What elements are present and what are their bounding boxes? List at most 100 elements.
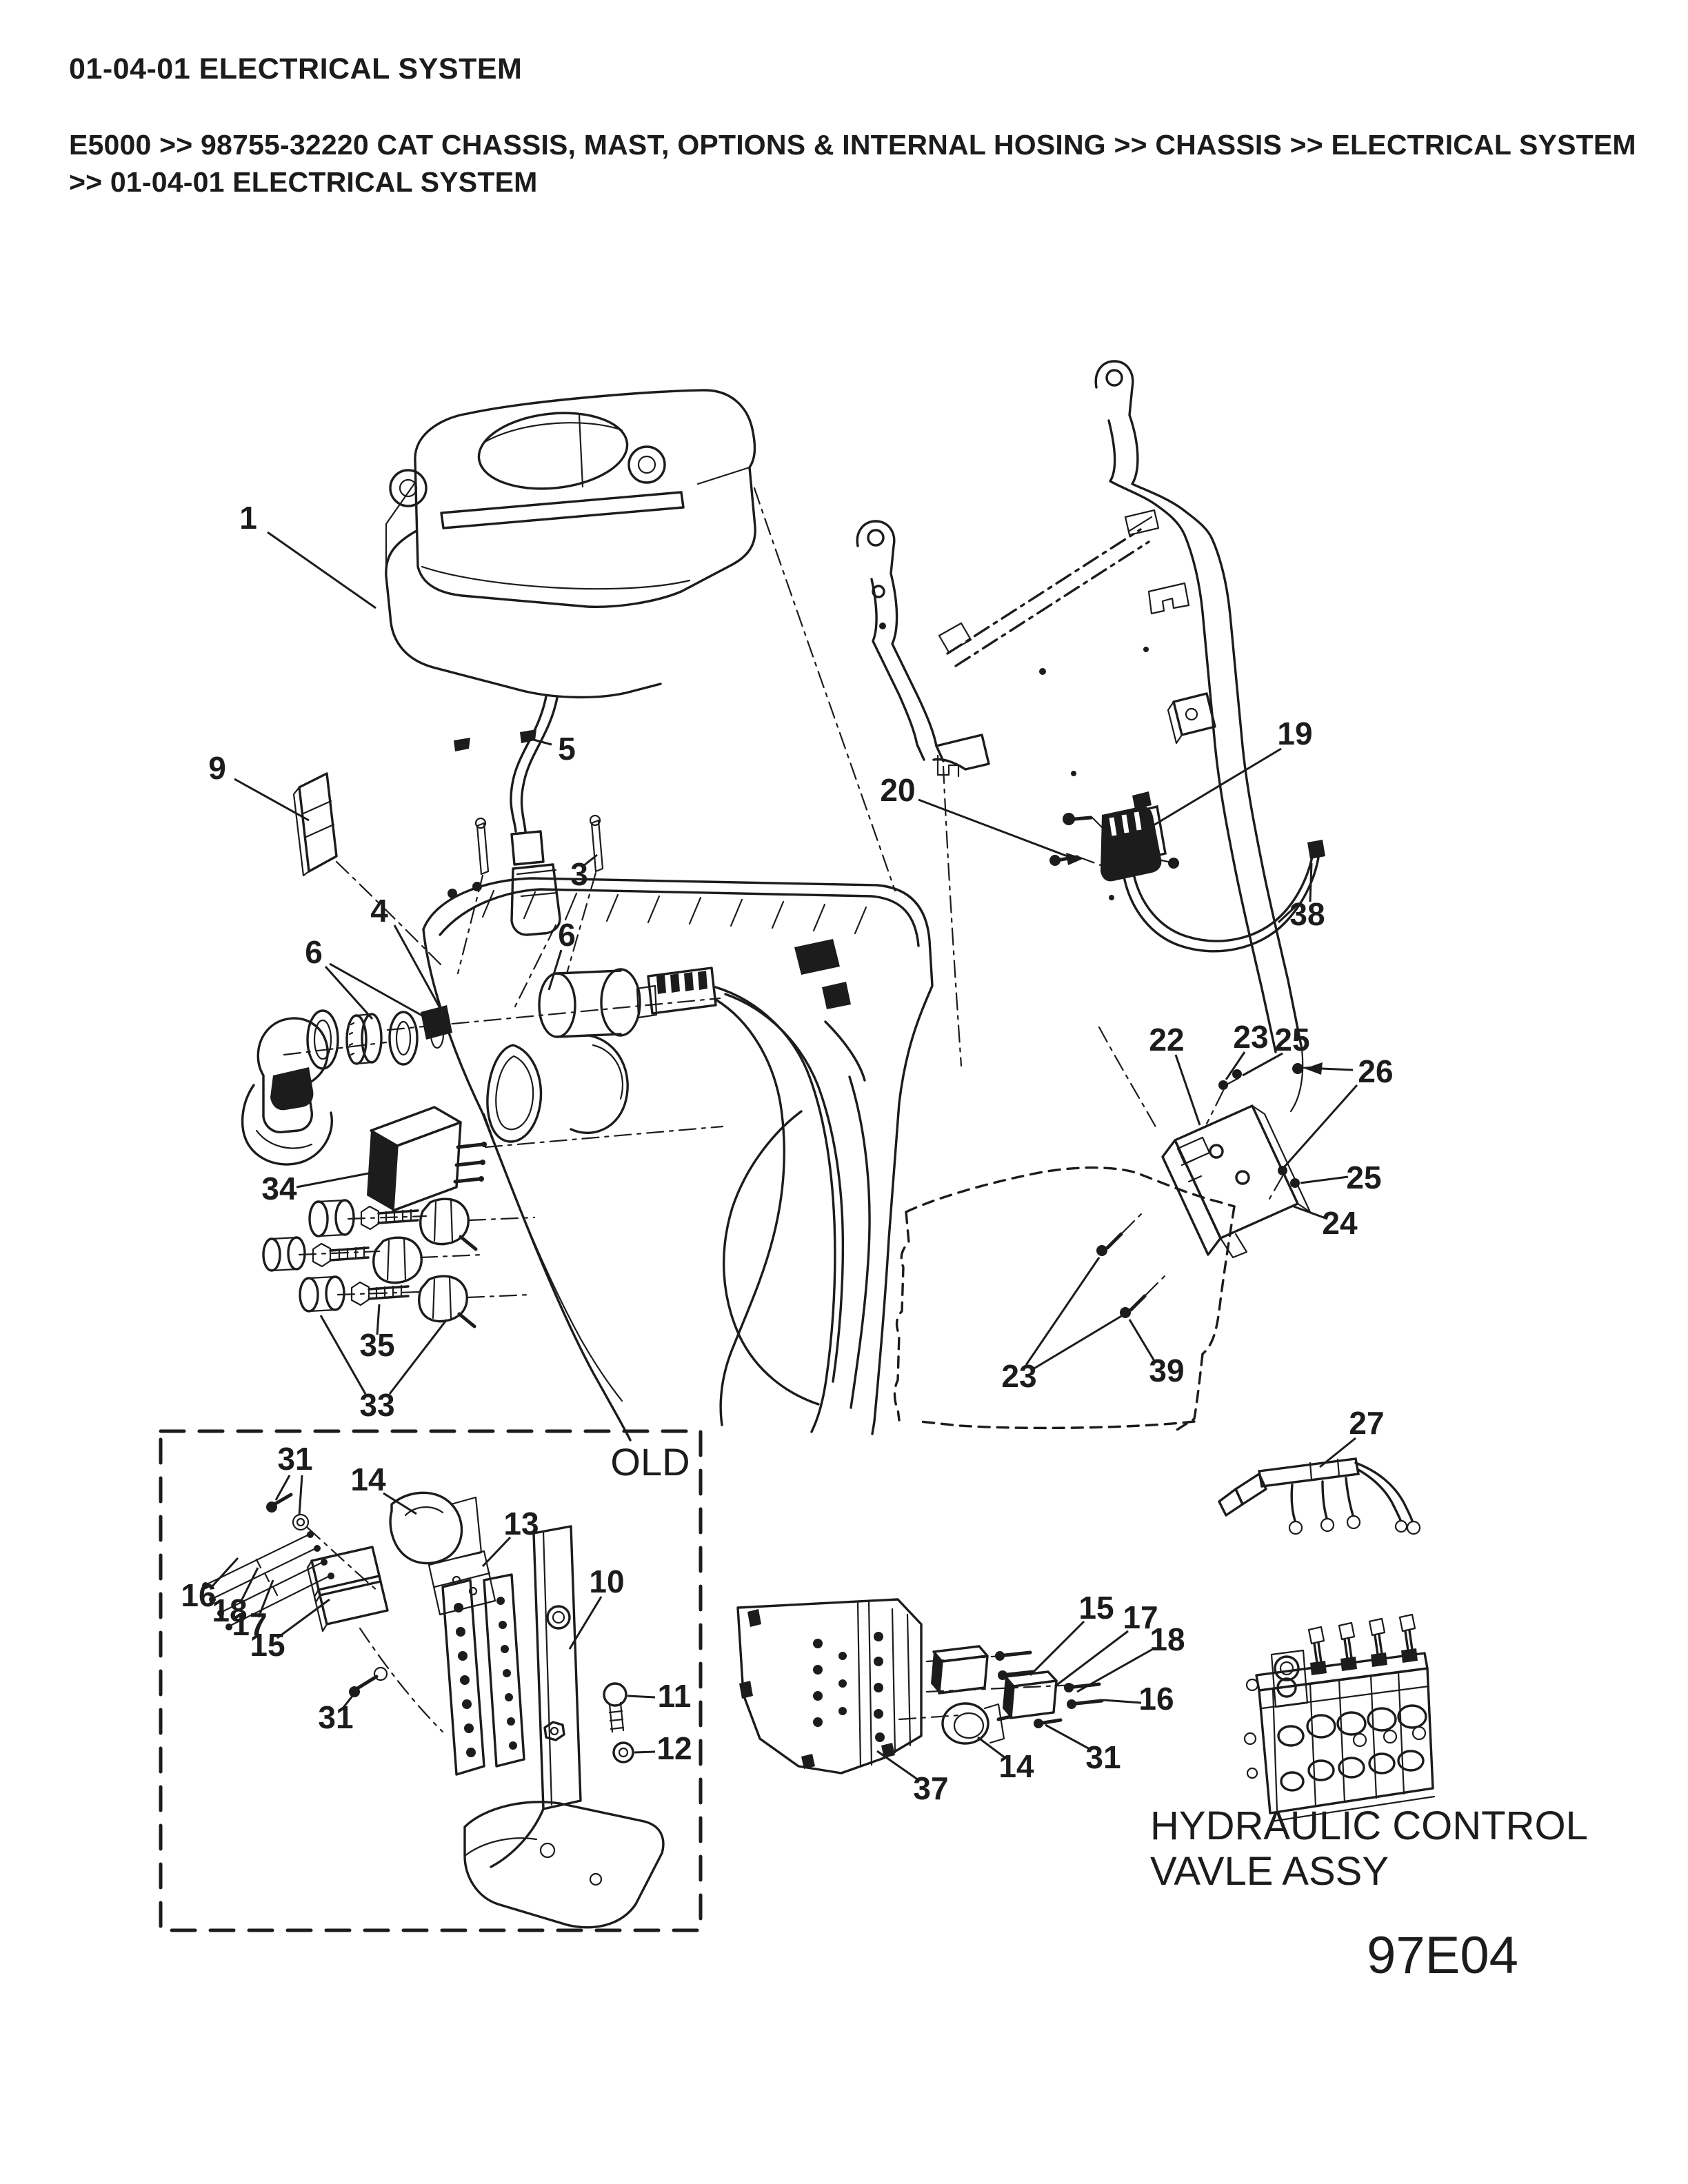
callout-22: 22 — [1149, 1022, 1184, 1058]
breadcrumb: E5000 >> 98755-32220 CAT CHASSIS, MAST, … — [69, 129, 1636, 199]
callout-leader-25 — [1300, 1175, 1349, 1184]
callout-10: 10 — [589, 1564, 624, 1599]
callout-4: 4 — [370, 893, 388, 929]
old-version-box-art — [159, 1429, 703, 1932]
callout-12: 12 — [656, 1730, 692, 1766]
flasher-relay-art — [1049, 791, 1325, 953]
callout-9: 9 — [208, 750, 226, 786]
control-console-art — [241, 877, 934, 1442]
figure-code: 97E04 — [1367, 1926, 1518, 1985]
old-box-label: OLD — [610, 1440, 690, 1484]
callout-18: 18 — [1149, 1621, 1185, 1657]
switch-bracket-37-art — [736, 1598, 1104, 1775]
callout-leader-6 — [547, 949, 563, 991]
page-header: 01-04-01 ELECTRICAL SYSTEM E5000 >> 9875… — [69, 52, 1641, 201]
callout-leader-26 — [1278, 1084, 1358, 1173]
chassis-bracket-panel-art — [856, 360, 1304, 1113]
callout-25: 25 — [1274, 1022, 1309, 1058]
wire-harness-27-art — [1218, 1457, 1421, 1535]
callout-leader-23 — [1032, 1314, 1123, 1371]
callout-leader-39 — [1128, 1319, 1156, 1362]
callout-leader-3 — [583, 853, 598, 867]
callout-leader-22 — [1174, 1054, 1201, 1126]
callout-leader-6 — [329, 962, 434, 1023]
callout-35: 35 — [359, 1327, 394, 1363]
callout-leader-24 — [1293, 1205, 1328, 1220]
callout-leader-31 — [1045, 1723, 1092, 1751]
callout-leader-31 — [298, 1475, 303, 1516]
callout-leader-18 — [1076, 1648, 1154, 1693]
callout-leader-31 — [341, 1691, 357, 1709]
callout-leader-15 — [1029, 1620, 1085, 1677]
callout-leader-18 — [239, 1567, 259, 1604]
callout-18: 18 — [212, 1593, 247, 1628]
callout-15: 15 — [1078, 1590, 1114, 1626]
callout-33: 33 — [359, 1387, 394, 1423]
callout-39: 39 — [1149, 1353, 1184, 1388]
hydraulic-label-line2: VAVLE ASSY — [1150, 1849, 1389, 1894]
callout-leader-17 — [1054, 1630, 1129, 1688]
callout-6: 6 — [305, 934, 323, 970]
callout-leader-4 — [393, 924, 441, 1009]
callout-leader-16 — [1103, 1699, 1142, 1704]
callout-27: 27 — [1349, 1405, 1384, 1441]
callout-leader-14 — [977, 1736, 1006, 1759]
callout-leader-27 — [1319, 1437, 1356, 1468]
callout-1: 1 — [239, 500, 257, 536]
callout-leader-9 — [234, 778, 310, 822]
callout-leader-16 — [209, 1557, 239, 1590]
callout-leader-25 — [1242, 1052, 1283, 1077]
callout-leader-31 — [274, 1475, 291, 1501]
callout-leader-11 — [627, 1695, 656, 1699]
callout-leader-5 — [530, 738, 552, 746]
callout-15: 15 — [250, 1627, 285, 1663]
callout-leader-23 — [1025, 1257, 1101, 1366]
callout-11: 11 — [658, 1678, 692, 1714]
callout-24: 24 — [1322, 1205, 1358, 1241]
callout-34: 34 — [261, 1171, 297, 1206]
callout-14: 14 — [998, 1748, 1034, 1784]
callout-31: 31 — [1085, 1739, 1121, 1775]
callout-17: 17 — [232, 1606, 267, 1642]
cover-fasteners-art — [292, 487, 896, 1009]
page-title: 01-04-01 ELECTRICAL SYSTEM — [69, 52, 523, 85]
hydraulic-valve-art — [1243, 1613, 1436, 1823]
callout-leader-34 — [296, 1171, 376, 1189]
callout-leader-6 — [324, 965, 374, 1020]
callout-leader-15 — [277, 1598, 330, 1639]
console-cover-art — [385, 389, 756, 699]
callout-leader-1 — [267, 531, 376, 609]
callout-38: 38 — [1289, 896, 1325, 932]
callout-31: 31 — [277, 1441, 312, 1477]
callout-37: 37 — [913, 1770, 948, 1806]
callout-13: 13 — [503, 1506, 539, 1541]
callout-leader-38 — [1309, 862, 1313, 902]
callout-leader-33 — [388, 1319, 448, 1395]
callout-leader-26 — [1304, 1066, 1354, 1071]
callout-leader-38 — [1277, 902, 1300, 924]
callout-16: 16 — [1138, 1681, 1174, 1717]
callout-23: 23 — [1001, 1358, 1036, 1394]
callout-leader-13 — [481, 1536, 512, 1568]
callout-20: 20 — [880, 772, 915, 808]
callout-leader-35 — [376, 1304, 381, 1335]
callout-5: 5 — [558, 731, 576, 767]
callout-16: 16 — [181, 1577, 216, 1613]
callout-leader-19 — [1149, 747, 1282, 829]
mounting-bracket-22-art — [893, 1026, 1323, 1433]
callout-6: 6 — [558, 917, 576, 953]
callout-17: 17 — [1123, 1599, 1158, 1635]
callout-leader-33 — [319, 1315, 367, 1395]
callout-leader-20 — [918, 798, 1068, 858]
callout-leader-37 — [876, 1750, 919, 1781]
hydraulic-label-line1: HYDRAULIC CONTROL — [1150, 1803, 1588, 1848]
callout-leader-23 — [1225, 1051, 1246, 1080]
callout-25: 25 — [1346, 1160, 1381, 1195]
callout-leader-17 — [257, 1579, 274, 1618]
callout-26: 26 — [1358, 1053, 1393, 1089]
callout-3: 3 — [570, 856, 588, 892]
callout-leader-14 — [383, 1492, 417, 1515]
